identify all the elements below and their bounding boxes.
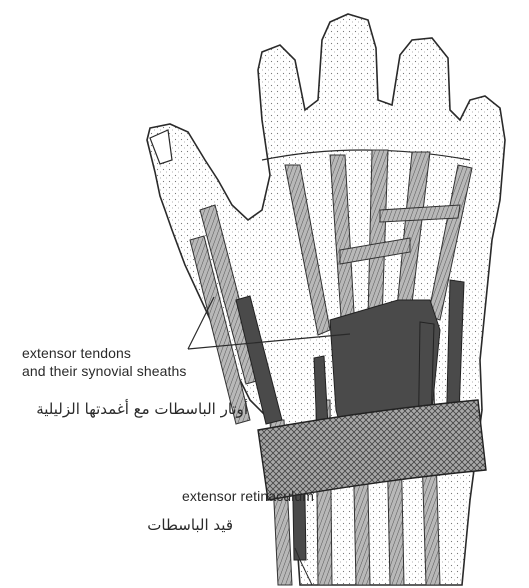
label-synovial-sheaths: and their synovial sheaths	[22, 363, 186, 379]
label-retinaculum-arabic: قيد الباسطات	[147, 516, 233, 534]
label-tendons-arabic: أوتار الباسطات مع أغمدتها الزليلية	[36, 400, 248, 418]
label-extensor-retinaculum: extensor retinaculum	[182, 488, 314, 504]
label-extensor-tendons: extensor tendons	[22, 345, 131, 361]
